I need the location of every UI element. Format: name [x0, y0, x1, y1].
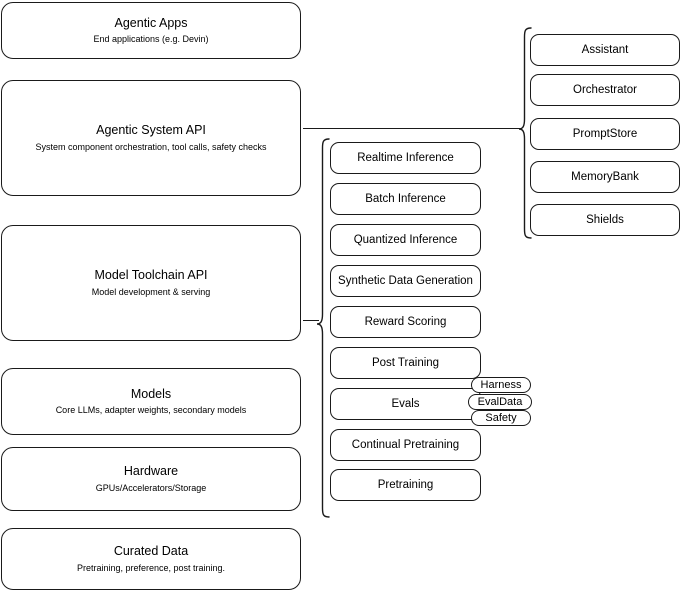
layer-box-model-toolchain-api[interactable]: Model Toolchain API Model development & …	[1, 225, 301, 341]
system-component-label: Assistant	[581, 43, 629, 56]
component-label: Synthetic Data Generation	[338, 274, 473, 287]
eval-pill-safety[interactable]: Safety	[471, 410, 531, 426]
system-component-box-shields[interactable]: Shields	[530, 204, 680, 236]
layer-box-curated-data[interactable]: Curated Data Pretraining, preference, po…	[1, 528, 301, 590]
component-box-reward-scoring[interactable]: Reward Scoring	[330, 306, 481, 338]
connector-toolchain-to-components	[303, 320, 319, 321]
layer-subtitle: Core LLMs, adapter weights, secondary mo…	[55, 405, 247, 416]
layer-subtitle: System component orchestration, tool cal…	[35, 141, 267, 152]
connector-system-api-to-components	[303, 128, 521, 129]
component-box-post-training[interactable]: Post Training	[330, 347, 481, 379]
layer-box-agentic-apps[interactable]: Agentic Apps End applications (e.g. Devi…	[1, 2, 301, 59]
eval-pill-label: Harness	[480, 379, 522, 391]
component-label: Quantized Inference	[353, 233, 458, 246]
system-component-box-assistant[interactable]: Assistant	[530, 34, 680, 66]
component-label: Batch Inference	[365, 192, 446, 205]
layer-subtitle: Pretraining, preference, post training.	[76, 562, 226, 573]
component-box-batch-inference[interactable]: Batch Inference	[330, 183, 481, 215]
brace-toolchain-components	[316, 138, 330, 518]
component-box-quantized-inference[interactable]: Quantized Inference	[330, 224, 481, 256]
system-component-label: MemoryBank	[571, 170, 639, 183]
system-component-box-memorybank[interactable]: MemoryBank	[530, 161, 680, 193]
layer-box-models[interactable]: Models Core LLMs, adapter weights, secon…	[1, 368, 301, 435]
system-component-label: Orchestrator	[573, 83, 637, 96]
component-label: Continual Pretraining	[351, 438, 460, 451]
eval-pill-label: EvalData	[477, 396, 523, 408]
system-component-box-promptstore[interactable]: PromptStore	[530, 118, 680, 150]
system-component-label: Shields	[586, 213, 624, 226]
component-box-continual-pretraining[interactable]: Continual Pretraining	[330, 429, 481, 461]
layer-subtitle: Model development & serving	[91, 286, 211, 297]
layer-title: Hardware	[123, 464, 179, 479]
layer-box-agentic-system-api[interactable]: Agentic System API System component orch…	[1, 80, 301, 196]
layer-title: Models	[130, 386, 172, 401]
layer-title: Agentic Apps	[114, 15, 188, 30]
component-box-evals[interactable]: Evals	[330, 388, 481, 420]
component-label: Evals	[391, 397, 420, 410]
layer-title: Agentic System API	[96, 123, 206, 138]
layer-box-hardware[interactable]: Hardware GPUs/Accelerators/Storage	[1, 447, 301, 511]
component-label: Realtime Inference	[357, 151, 454, 164]
layer-subtitle: End applications (e.g. Devin)	[93, 34, 209, 45]
component-label: Reward Scoring	[364, 315, 447, 328]
system-component-label: PromptStore	[572, 127, 638, 140]
layer-title: Curated Data	[113, 544, 189, 559]
component-box-realtime-inference[interactable]: Realtime Inference	[330, 142, 481, 174]
system-component-box-orchestrator[interactable]: Orchestrator	[530, 74, 680, 106]
eval-pill-label: Safety	[485, 412, 517, 424]
layer-subtitle: GPUs/Accelerators/Storage	[95, 482, 207, 493]
component-label: Post Training	[371, 356, 440, 369]
layer-title: Model Toolchain API	[94, 268, 208, 283]
eval-pill-evaldata[interactable]: EvalData	[468, 394, 532, 410]
component-label: Pretraining	[377, 478, 434, 491]
component-box-pretraining[interactable]: Pretraining	[330, 469, 481, 501]
component-box-synthetic-data-generation[interactable]: Synthetic Data Generation	[330, 265, 481, 297]
eval-pill-harness[interactable]: Harness	[471, 377, 531, 393]
